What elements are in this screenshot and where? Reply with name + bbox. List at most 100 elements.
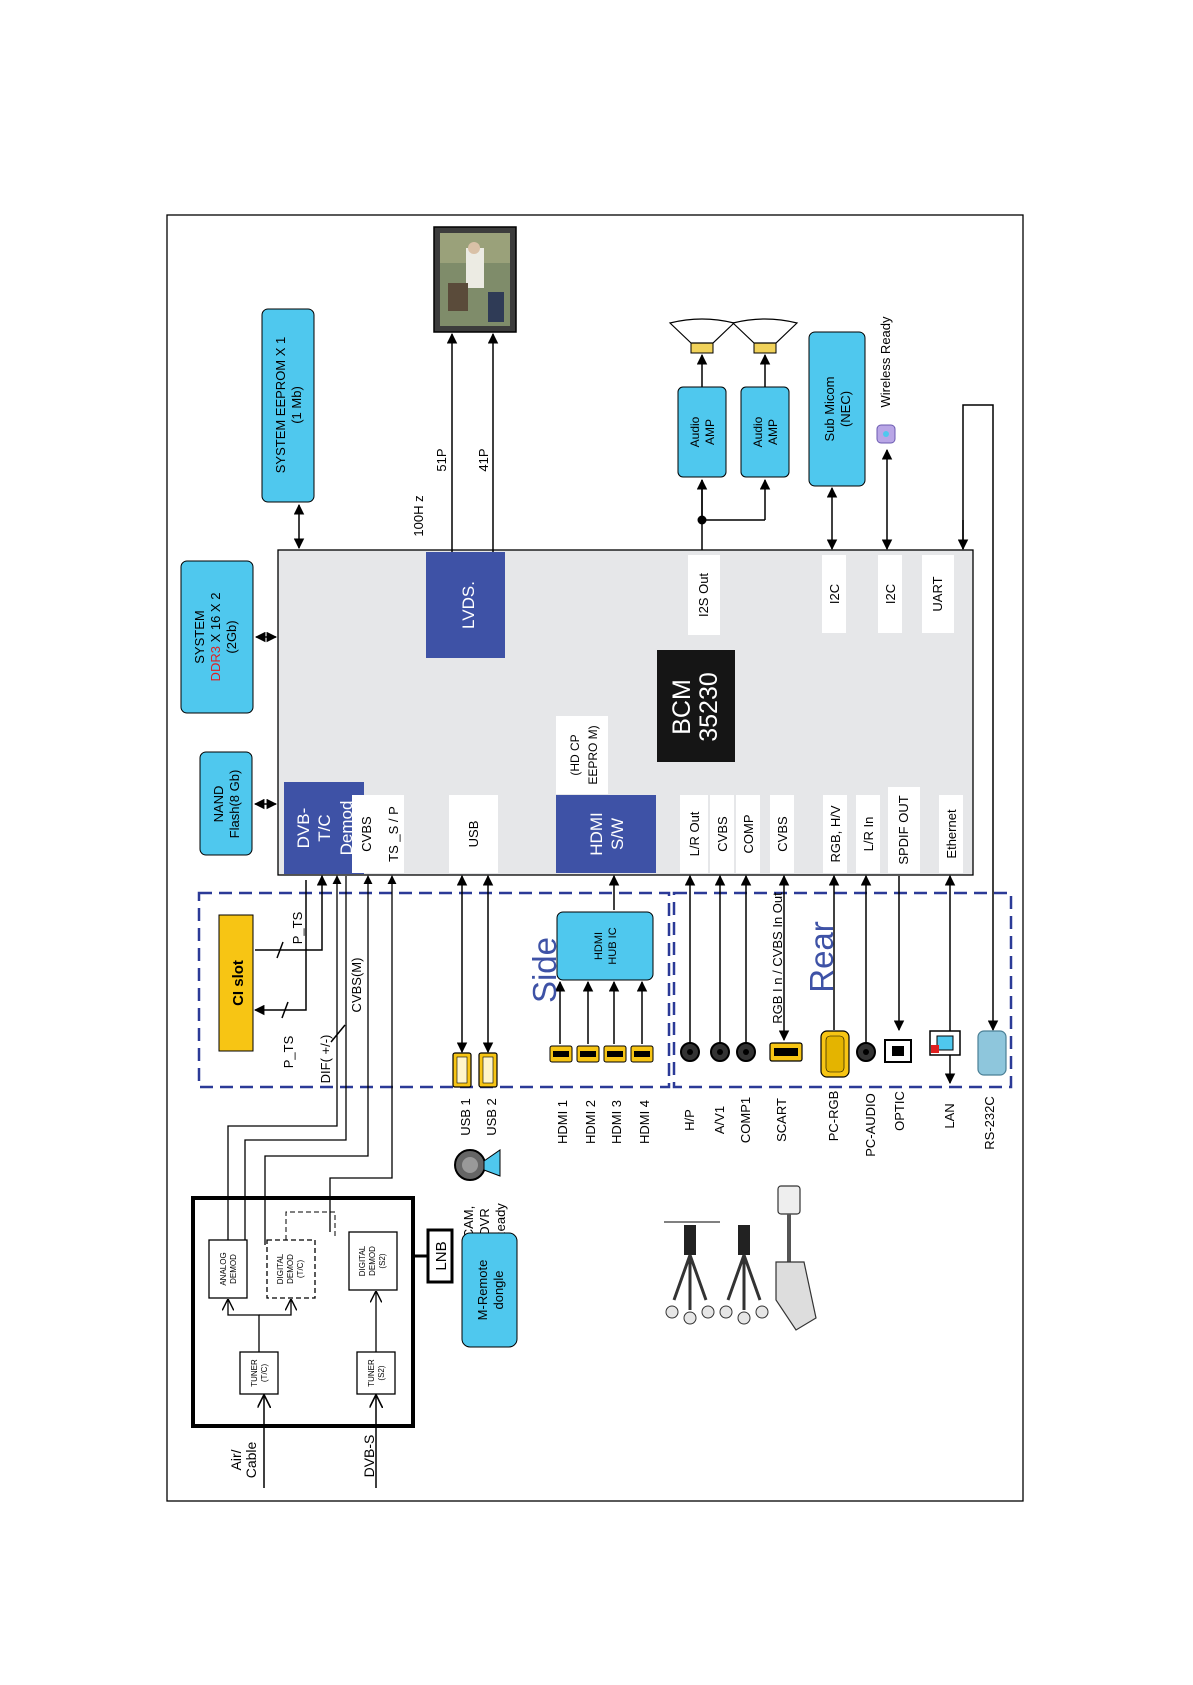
audio-amp-2-label-2: AMP (766, 419, 780, 445)
lnb-label: LNB (433, 1241, 450, 1270)
hdmi-1-label: HDMI 1 (555, 1100, 570, 1144)
cam-label-1: CAM, (461, 1206, 476, 1239)
sub-micom-label-2: (NEC) (838, 391, 853, 427)
usb-1-port-icon (452, 1052, 472, 1088)
optical-port-icon (884, 1039, 912, 1063)
i2c-label-1: I2C (827, 584, 842, 604)
rgb-cvbs-label: RGB I n / CVBS In Out (770, 892, 785, 1024)
ddr-red-label: DDR3 (208, 646, 223, 681)
digital-demod-tc-label-2: DEMOD (286, 1254, 295, 1284)
tuner-tc-label-1: TUNER (250, 1359, 259, 1387)
ci-slot-label: CI slot (230, 960, 247, 1006)
cvbs-m-label: CVBS(M) (349, 958, 364, 1013)
rear-label-scart: SCART (774, 1098, 789, 1142)
nand-label-2: Flash(8 Gb) (227, 770, 242, 839)
speaker-2-icon (731, 318, 799, 354)
i2c-label-2: I2C (883, 584, 898, 604)
tuner-s2-label-2: (S2) (377, 1365, 386, 1380)
ts-sp-label: TS _S / P (386, 806, 401, 862)
eeprom-label-2: (1 Mb) (289, 386, 304, 424)
hdmi-4-port-icon (630, 1045, 654, 1063)
usb-2-port-icon (478, 1052, 498, 1088)
usb-soc-label: USB (466, 821, 481, 848)
hdmi-2-port-icon (576, 1045, 600, 1063)
m-remote-label-2: dongle (491, 1270, 506, 1309)
usb-label-box (449, 795, 498, 873)
ddr-rest-label: X 16 X 2 (208, 593, 223, 646)
eeprom-box (261, 308, 315, 503)
tv-panel-image (433, 226, 517, 333)
soc-port-cvbs-1: CVBS (715, 816, 730, 852)
wireless-dongle-icon (876, 424, 896, 444)
usb-2-label: USB 2 (484, 1098, 499, 1136)
dvb-demod-label-1: DVB- (294, 808, 313, 849)
rear-label-pc-audio: PC-AUDIO (863, 1093, 878, 1157)
cvbs-ts-label-box (352, 795, 404, 873)
analog-demod-label-1: ANALOG (219, 1252, 228, 1285)
hdmi-1-port-icon (549, 1045, 573, 1063)
side-region (197, 891, 671, 1089)
hz-label: 100H z (411, 495, 426, 536)
hdcp-label-1: (HD CP (568, 734, 582, 775)
digital-demod-tc-label-3: (T/C) (296, 1260, 305, 1279)
ddr-box (180, 560, 254, 714)
audio-amp-2 (740, 386, 790, 478)
hdmi-sw-label-1: HDMI (587, 812, 606, 855)
dvb-demod-label-3: Demod (337, 801, 356, 856)
lvds-51p-label: 51P (434, 448, 449, 471)
ddr-label-1: SYSTEM (192, 610, 207, 663)
sub-micom-label-1: Sub Micom (822, 376, 837, 441)
tuner-s2-label-1: TUNER (367, 1359, 376, 1387)
hdmi-hub-box (556, 911, 654, 981)
wireless-ready-label: Wireless Ready (878, 316, 893, 408)
digital-demod-s2-label-1: DIGITAL (358, 1245, 367, 1276)
p-ts-label-1: P_TS (290, 911, 305, 944)
nand-box (199, 751, 253, 856)
rear-label-optic: OPTIC (892, 1091, 907, 1131)
audio-amp-1-label-1: Audio (688, 416, 702, 447)
rear-label-comp1: COMP1 (738, 1097, 753, 1143)
m-remote-dongle-box (461, 1232, 518, 1348)
cvbs-label: CVBS (359, 816, 374, 852)
bcm-label-1: BCM (668, 679, 696, 735)
m-remote-label-1: M-Remote (475, 1260, 490, 1321)
dvbs-label: DVB-S (361, 1435, 377, 1478)
speaker-1-icon (668, 318, 736, 354)
tuner-tc-label-2: (T/C) (260, 1364, 269, 1383)
digital-demod-s2-label-3: (S2) (378, 1253, 387, 1268)
ddr-size-label: (2Gb) (224, 620, 239, 653)
lvds-label: LVDS. (459, 581, 478, 629)
bcm-label-2: 35230 (695, 672, 723, 742)
comp1-jack-icon (736, 1042, 756, 1062)
tuner-module-box (191, 1196, 415, 1428)
rear-label-rs232c: RS-232C (982, 1096, 997, 1149)
tuner-tc-box (239, 1351, 279, 1395)
rear-label-lan: LAN (942, 1103, 957, 1128)
lan-port-icon (929, 1030, 961, 1056)
pc-rgb-connector-icon (820, 1030, 850, 1078)
side-title: Side (526, 937, 563, 1003)
lvds-block (426, 552, 505, 658)
hdmi-hub-label-1: HDMI (593, 932, 605, 960)
soc-port-comp: COMP (741, 815, 756, 854)
soc-port-lr-in: L/R In (861, 817, 876, 852)
hdmi-4-label: HDMI 4 (637, 1100, 652, 1144)
soc-port-spdif-out: SPDIF OUT (896, 795, 911, 864)
rs232c-port-icon (977, 1030, 1007, 1076)
rear-region (672, 891, 1013, 1089)
soc-port-cvbs-2: CVBS (775, 816, 790, 852)
rear-label-av1: A/V1 (712, 1106, 727, 1134)
lvds-41p-label: 41P (476, 448, 491, 471)
digital-demod-s2-box (348, 1231, 398, 1291)
audio-amp-2-label-1: Audio (751, 416, 765, 447)
hdmi-switch-block (556, 795, 656, 873)
nand-label-1: NAND (211, 786, 226, 823)
analog-demod-label-2: DEMOD (229, 1254, 238, 1284)
hdmi-sw-label-2: S/W (608, 818, 627, 850)
av1-jack-icon (710, 1042, 730, 1062)
hdmi-2-label: HDMI 2 (583, 1100, 598, 1144)
rear-label-hp: H/P (682, 1109, 697, 1131)
digital-demod-s2-label-2: DEMOD (368, 1246, 377, 1276)
hdmi-3-port-icon (603, 1045, 627, 1063)
